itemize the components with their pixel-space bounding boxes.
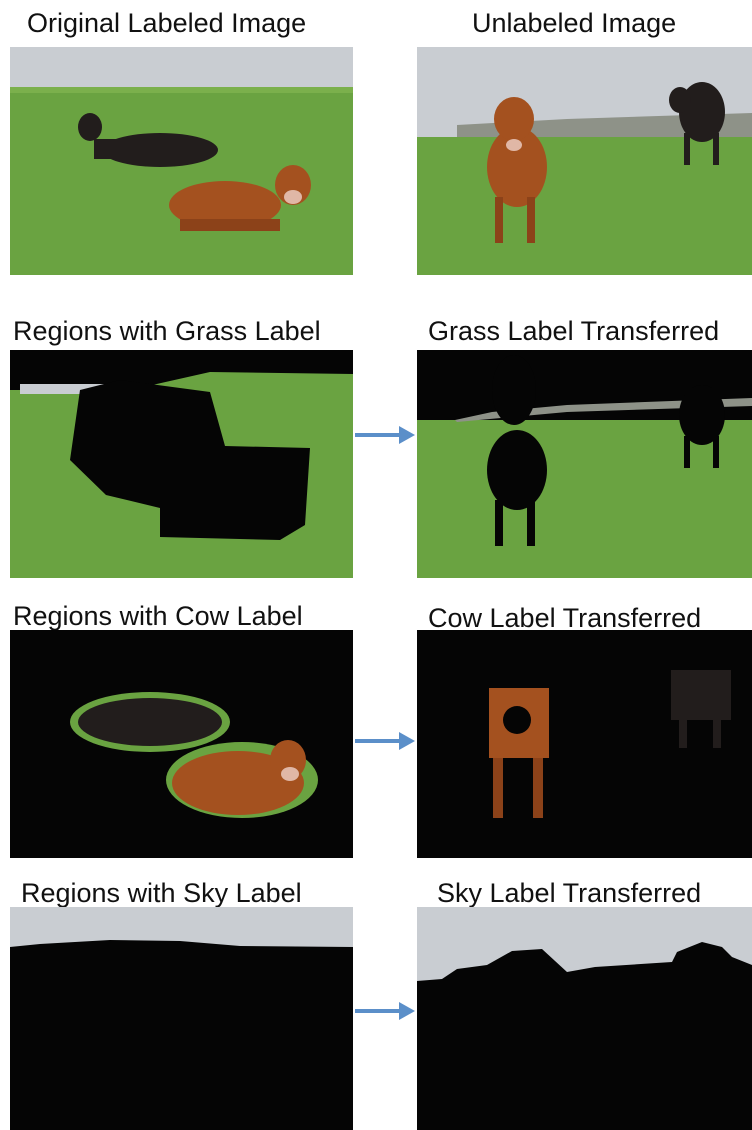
caption-regions-with-cow-label: Regions with Cow Label <box>13 601 303 631</box>
arrow-cow <box>355 732 415 750</box>
brown-cow <box>487 97 547 243</box>
grass-label-transferred <box>417 350 752 578</box>
brown-cow <box>166 740 318 818</box>
grass-label-regions <box>10 350 353 578</box>
caption-unlabeled-image: Unlabeled Image <box>472 8 677 38</box>
black-cow <box>671 670 731 748</box>
unlabeled-image <box>417 47 752 275</box>
caption-sky-label-transferred: Sky Label Transferred <box>437 878 702 908</box>
caption-grass-label-transferred: Grass Label Transferred <box>428 316 720 346</box>
caption-regions-with-sky-label: Regions with Sky Label <box>21 878 302 908</box>
caption-original-labeled-image: Original Labeled Image <box>27 8 307 38</box>
caption-regions-with-grass-label: Regions with Grass Label <box>13 316 321 346</box>
brown-cow <box>169 165 311 231</box>
black-cow <box>78 113 218 167</box>
caption-cow-label-transferred: Cow Label Transferred <box>428 603 702 633</box>
arrow-sky <box>355 1002 415 1020</box>
cow-hole <box>679 385 725 468</box>
black-cow <box>669 82 725 165</box>
brown-cow <box>489 688 549 818</box>
arrow-grass <box>355 426 415 444</box>
black-cow <box>70 692 230 752</box>
original-labeled-image <box>10 47 353 275</box>
sky-label-transferred <box>417 907 752 1130</box>
cow-label-regions <box>10 630 353 858</box>
cow-hole <box>487 355 547 546</box>
cow-label-transferred <box>417 630 752 858</box>
sky-label-regions <box>10 907 353 1130</box>
